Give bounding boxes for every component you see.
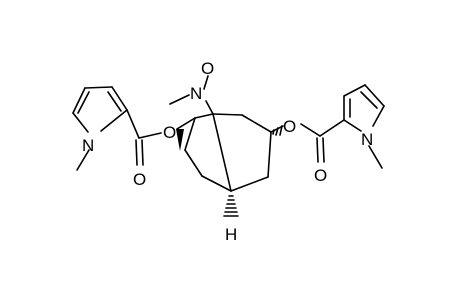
atom-label-n-pyrrole-left: N (82, 136, 94, 155)
n-oxide-group (169, 75, 209, 105)
left-pyrrole-ring (72, 86, 128, 133)
atom-label-o-oxide: O (201, 59, 214, 78)
atom-label-o-ester-left: O (163, 123, 176, 142)
right-n-methyl-bond (368, 145, 383, 169)
atom-label-h-bridgehead: H (225, 225, 237, 244)
left-ester-group (126, 109, 196, 166)
wedge-bond-left (176, 129, 184, 151)
atom-label-o-ester-right: O (283, 117, 296, 136)
right-pyrrole-ring (343, 84, 385, 132)
hashed-bond-h (223, 195, 239, 217)
right-ester-group (270, 119, 345, 163)
atom-label-o-carbonyl-right: O (314, 166, 327, 185)
atom-label-n-pyrrole-right: N (361, 130, 373, 149)
atom-label-o-carbonyl-left: O (133, 170, 146, 189)
left-n-methyl-bond (76, 149, 90, 171)
atom-label-n-oxide: N (190, 84, 202, 103)
bicyclic-core (184, 100, 272, 192)
